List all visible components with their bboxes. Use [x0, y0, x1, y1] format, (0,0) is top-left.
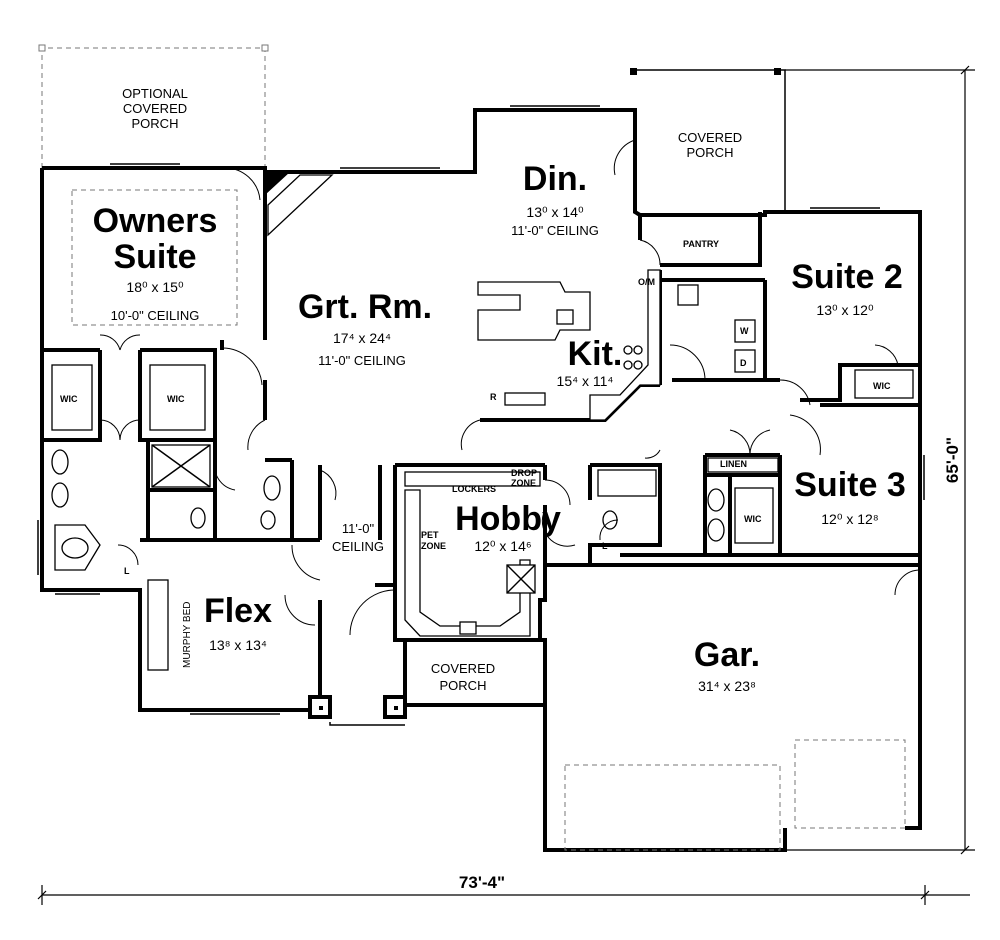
great-room-size: 17⁴ x 24⁴ [333, 330, 391, 346]
overall-width: 73'-4" [459, 873, 505, 892]
owners-suite-name-1: Owners [93, 202, 218, 240]
lockers-label: LOCKERS [452, 484, 496, 494]
windows [37, 105, 925, 715]
room-great-room: Grt. Rm. 17⁴ x 24⁴ 11'-0" CEILING [298, 288, 432, 368]
murphy-bed-label: MURPHY BED [182, 602, 193, 669]
room-dining: Din. 13⁰ x 14⁰ 11'-0" CEILING [511, 160, 599, 238]
hobby-size: 12⁰ x 14⁶ [474, 538, 531, 554]
dining-name: Din. [523, 160, 587, 198]
overall-depth: 65'-0" [943, 437, 962, 483]
room-suite-2: Suite 2 13⁰ x 12⁰ [791, 258, 902, 318]
room-flex: Flex 13⁸ x 13⁴ [204, 592, 272, 653]
hall-ceiling-line-2: CEILING [332, 539, 384, 554]
wic-label-1: WIC [60, 394, 78, 404]
label-covered-porch-top: COVERED PORCH [678, 130, 742, 160]
fixtures [51, 172, 914, 851]
room-kitchen: Kit. 15⁴ x 11⁴ [557, 335, 623, 389]
owners-suite-size: 18⁰ x 15⁰ [126, 279, 184, 295]
suite-2-size: 13⁰ x 12⁰ [816, 302, 874, 318]
optional-porch-line-1: OPTIONAL [122, 86, 188, 101]
suite-3-name: Suite 3 [794, 466, 905, 504]
pantry-label: PANTRY [683, 239, 719, 249]
kitchen-name: Kit. [568, 335, 623, 373]
suite-3-size: 12⁰ x 12⁸ [821, 511, 879, 527]
covered-porch-front-line-1: COVERED [431, 661, 495, 676]
wic-label-2: WIC [167, 394, 185, 404]
wic-label-suite-2: WIC [873, 381, 891, 391]
optional-porch-outline [38, 44, 269, 168]
optional-porch-line-2: COVERED [123, 101, 187, 116]
wic-label-suite-3: WIC [744, 514, 762, 524]
kitchen-size: 15⁴ x 11⁴ [557, 373, 614, 389]
dining-size: 13⁰ x 14⁰ [526, 204, 584, 220]
exterior-walls [40, 108, 922, 852]
garage-size: 31⁴ x 23⁸ [698, 678, 756, 694]
dryer-label: D [740, 358, 747, 368]
laundry-l-owners: L [124, 566, 130, 576]
label-hall-ceiling: 11'-0" CEILING [332, 521, 384, 554]
owners-suite-name-2: Suite [113, 238, 196, 276]
door-swings [99, 139, 921, 636]
covered-porch-top-line-2: PORCH [687, 145, 734, 160]
flex-name: Flex [204, 592, 272, 630]
flex-size: 13⁸ x 13⁴ [209, 637, 267, 653]
label-optional-porch: OPTIONAL COVERED PORCH [122, 86, 188, 131]
washer-label: W [740, 326, 749, 336]
room-suite-3: Suite 3 12⁰ x 12⁸ [794, 466, 905, 527]
hall-ceiling-line-1: 11'-0" [342, 521, 375, 536]
pet-zone-line-2: ZONE [421, 541, 446, 551]
optional-porch-line-3: PORCH [132, 116, 179, 131]
linen-label: LINEN [720, 459, 747, 469]
drop-zone-line-1: DROP [511, 468, 537, 478]
dimension-lines [37, 65, 975, 905]
room-owners-suite: Owners Suite 18⁰ x 15⁰ 10'-0" CEILING [93, 202, 218, 323]
range-label: R [490, 392, 497, 402]
label-covered-porch-front: COVERED PORCH [431, 661, 495, 693]
hobby-name: Hobby [455, 500, 561, 538]
great-room-ceiling: 11'-0" CEILING [318, 353, 406, 368]
covered-porch-top-line-1: COVERED [678, 130, 742, 145]
interior-walls [42, 172, 920, 642]
room-hobby: Hobby 12⁰ x 14⁶ [455, 500, 561, 554]
covered-porch-front-line-2: PORCH [440, 678, 487, 693]
suite-2-name: Suite 2 [791, 258, 902, 296]
pet-zone-line-1: PET [421, 530, 439, 540]
garage-name: Gar. [694, 636, 760, 674]
great-room-name: Grt. Rm. [298, 288, 432, 326]
oven-micro-label: O/M [638, 277, 655, 287]
drop-zone-line-2: ZONE [511, 478, 536, 488]
owners-suite-ceiling: 10'-0" CEILING [111, 308, 200, 323]
dining-ceiling: 11'-0" CEILING [511, 223, 599, 238]
room-garage: Gar. 31⁴ x 23⁸ [694, 636, 760, 694]
laundry-l-suite-3: L [602, 541, 608, 551]
